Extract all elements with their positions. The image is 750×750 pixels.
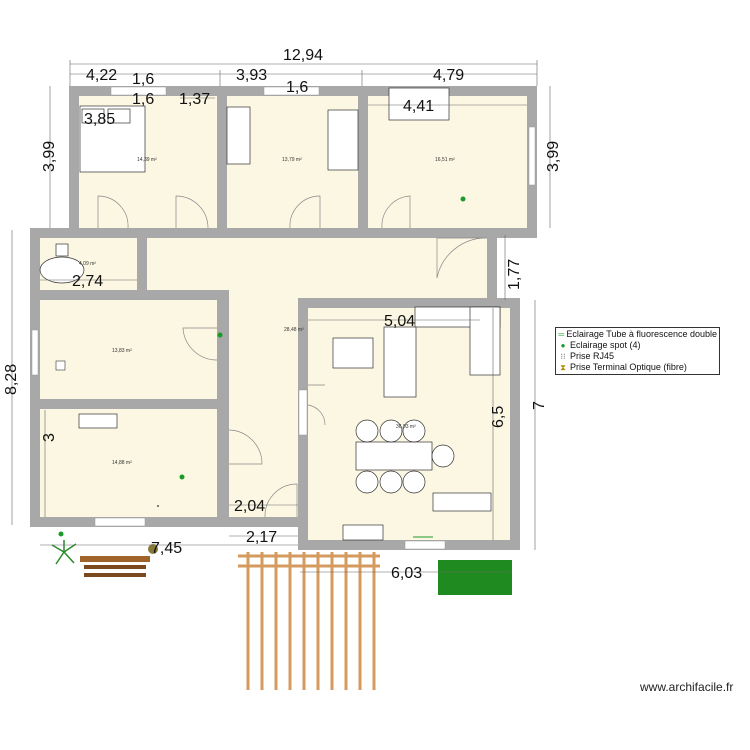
fluorescent-tube-icon: ═: [558, 330, 565, 339]
pergola: [238, 552, 380, 690]
area-room-bottom: 14,88 m²: [112, 460, 132, 466]
floor-corridor-top[interactable]: [147, 238, 487, 298]
area-corridor: 28,48 m²: [284, 327, 304, 333]
dim-3: 3: [41, 433, 58, 442]
dim-total-height: 8,28: [3, 364, 20, 395]
watermark: www.archifacile.fr: [640, 680, 734, 694]
legend-item: ═ Eclairage Tube à fluorescence double: [558, 329, 717, 340]
spot-light-icon: [217, 332, 223, 338]
dim-603: 6,03: [391, 565, 422, 582]
chairs: [355, 419, 455, 494]
toilet: [55, 243, 69, 257]
furniture: [39, 87, 501, 541]
area-bedroom-3: 16,51 m²: [435, 157, 455, 163]
legend-label: Eclairage spot (4): [570, 340, 641, 350]
window[interactable]: [110, 86, 167, 96]
single-bed: [226, 106, 251, 165]
rj45-outlet-icon: ⁝⁝: [560, 352, 566, 361]
legend-label: Eclairage Tube à fluorescence double: [566, 329, 717, 339]
sofa: [388, 87, 450, 121]
window[interactable]: [31, 329, 39, 376]
floor-room-middle[interactable]: [40, 300, 217, 399]
dim-274: 2,74: [72, 273, 103, 290]
window[interactable]: [404, 540, 446, 550]
fiber-outlet-icon: [55, 360, 66, 371]
dimension-labels: 12,94 4,22 3,93 4,79 1,6 1,6 1,6 1,37 3,…: [3, 47, 562, 582]
area-room-middle: 13,83 m²: [112, 348, 132, 354]
plant-pot: [148, 544, 158, 554]
dim-441: 4,41: [403, 98, 434, 115]
fixtures: [55, 196, 466, 537]
plant: [51, 540, 77, 565]
dim-width-1: 4,22: [86, 67, 117, 84]
exterior: [51, 540, 512, 690]
area-bathroom: 4,09 m²: [79, 261, 96, 267]
bathtub: [39, 256, 85, 284]
area-bedroom-2: 13,79 m²: [282, 157, 302, 163]
window[interactable]: [528, 126, 536, 186]
dimension-lines: [11, 60, 551, 573]
window[interactable]: [298, 389, 308, 436]
cabinet: [342, 524, 384, 541]
floor-room-bottom[interactable]: [40, 409, 217, 517]
sofa-modules: [383, 326, 417, 398]
doors: [97, 195, 488, 518]
desk: [78, 413, 118, 429]
legend-item: ⧗ Prise Terminal Optique (fibre): [558, 362, 717, 373]
area-labels: 14,39 m² 13,79 m² 16,51 m² 4,09 m² 28,48…: [79, 157, 455, 466]
door[interactable]: [228, 429, 263, 465]
spot-light-icon: [179, 474, 185, 480]
door[interactable]: [175, 195, 209, 229]
dim-total-width: 12,94: [283, 47, 323, 64]
entrance-door[interactable]: [436, 237, 488, 279]
door[interactable]: [289, 195, 321, 229]
dining-table: [332, 337, 374, 369]
dim-177: 1,77: [506, 259, 523, 290]
dim-right-height: 3,99: [545, 141, 562, 172]
floor-corridor[interactable]: [229, 290, 298, 517]
area-living-room: 36,93 m²: [396, 424, 416, 430]
legend-item: ⁝⁝ Prise RJ45: [558, 351, 717, 362]
sideboard: [432, 492, 492, 512]
dim-745: 7,45: [151, 540, 182, 557]
spot-light-icon: ●: [560, 341, 566, 350]
corner-sofa-side: [469, 306, 501, 376]
single-bed: [327, 109, 359, 171]
legend-label: Prise RJ45: [570, 351, 615, 361]
dim-window-2: 1,6: [286, 79, 308, 96]
bench: [80, 556, 150, 577]
legend: ═ Eclairage Tube à fluorescence double ●…: [555, 327, 720, 375]
dim-left-height: 3,99: [41, 141, 58, 172]
fiber-outlet-icon: ⧗: [560, 363, 566, 372]
dim-window-1b: 1,6: [132, 91, 154, 108]
area-bedroom-1: 14,39 m²: [137, 157, 157, 163]
dim-204: 2,04: [234, 498, 265, 515]
hedge: [438, 560, 512, 595]
dim-217: 2,17: [246, 529, 277, 546]
dim-385: 3,85: [84, 111, 115, 128]
spot-light-icon: [460, 196, 466, 202]
window[interactable]: [94, 517, 146, 527]
double-door[interactable]: [307, 384, 326, 426]
door[interactable]: [381, 195, 411, 229]
dim-7: 7: [531, 401, 548, 410]
dim-window-1: 1,6: [132, 71, 154, 88]
dim-65: 6,5: [490, 406, 507, 428]
dim-width-2: 3,93: [236, 67, 267, 84]
dim-137: 1,37: [179, 91, 210, 108]
dim-width-3: 4,79: [433, 67, 464, 84]
door[interactable]: [97, 195, 129, 229]
door[interactable]: [264, 483, 298, 518]
door[interactable]: [182, 327, 218, 361]
spot-light-icon: [58, 531, 64, 537]
window[interactable]: [263, 86, 320, 96]
rj45-outlet-icon: [157, 505, 159, 507]
dim-504: 5,04: [384, 313, 415, 330]
legend-item: ● Eclairage spot (4): [558, 340, 717, 351]
large-table: [355, 441, 433, 471]
legend-label: Prise Terminal Optique (fibre): [570, 362, 687, 372]
windows: [31, 86, 536, 550]
